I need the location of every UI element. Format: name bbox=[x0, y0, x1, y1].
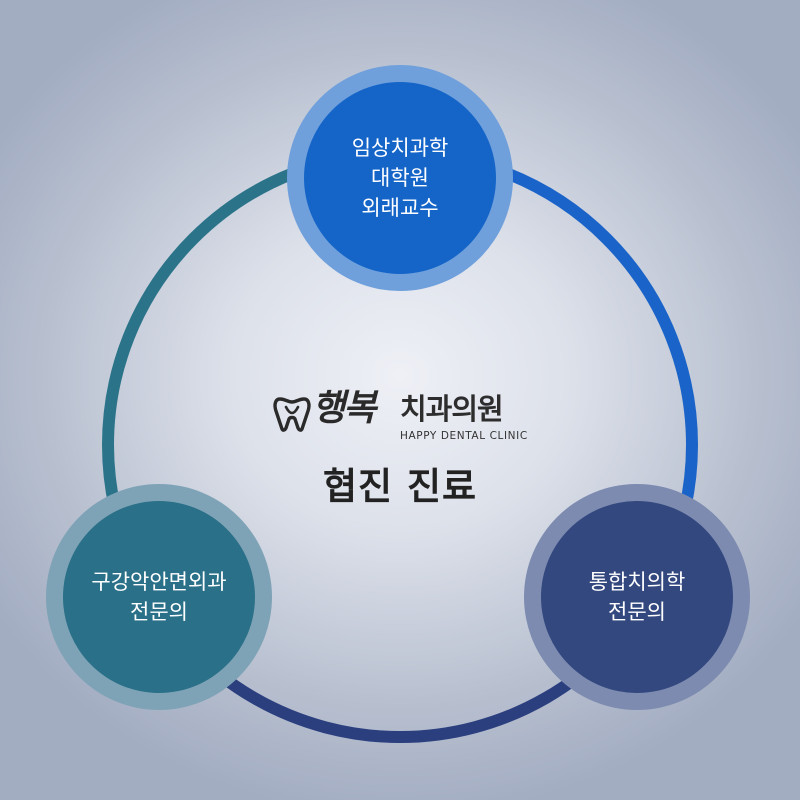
node-top-line-2: 대학원 bbox=[371, 166, 429, 190]
logo-clinic-name: 치과의원 bbox=[400, 392, 504, 426]
ring-arc-right-left bbox=[102, 147, 698, 743]
node-top-circle bbox=[304, 82, 496, 274]
page-title: 협진 진료 bbox=[322, 465, 478, 508]
node-top-line-3: 외래교수 bbox=[361, 196, 439, 220]
clinic-logo: 행복 치과의원 HAPPY DENTAL CLINIC bbox=[272, 385, 542, 447]
node-right-circle bbox=[541, 501, 733, 693]
logo-script-text: 행복 bbox=[312, 387, 376, 429]
node-left-line-1: 구강악안면외과 bbox=[91, 570, 227, 594]
node-left-label: 구강악안면외과 전문의 bbox=[91, 567, 226, 627]
ring-arc-top-right bbox=[102, 147, 698, 743]
node-left-line-2: 전문의 bbox=[130, 600, 188, 624]
node-top-label: 임상치과학 대학원 외래교수 bbox=[352, 133, 449, 223]
node-right-label: 통합치의학 전문의 bbox=[589, 567, 686, 627]
logo-english-name: HAPPY DENTAL CLINIC bbox=[400, 430, 528, 442]
node-right-line-1: 통합치의학 bbox=[588, 570, 686, 594]
node-right-line-2: 전문의 bbox=[608, 600, 666, 624]
node-top-line-1: 임상치과학 bbox=[351, 136, 449, 160]
node-left-circle bbox=[63, 501, 255, 693]
tooth-icon bbox=[273, 397, 311, 432]
